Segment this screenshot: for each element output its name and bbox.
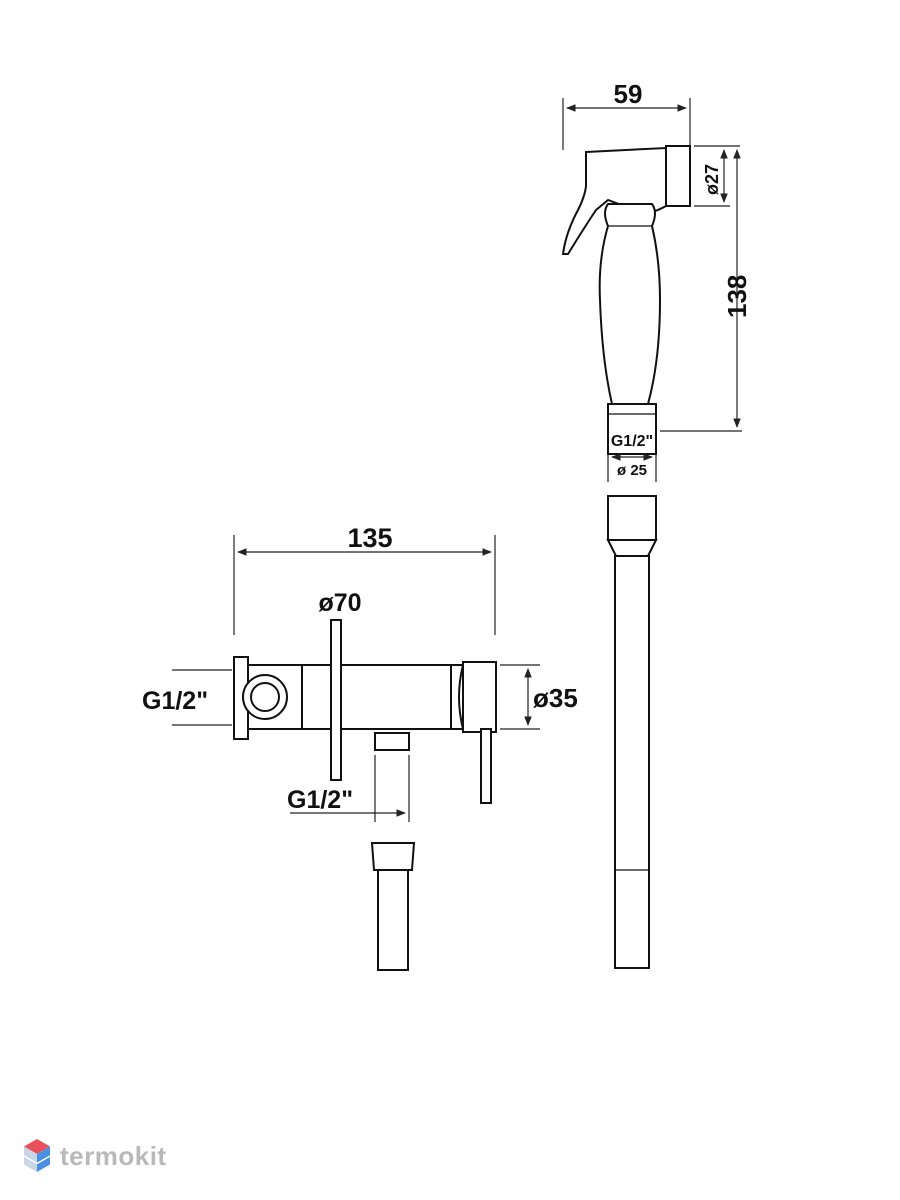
valve-body-diameter-label: ø35: [533, 683, 578, 713]
handset-handle: [598, 203, 662, 405]
termokit-watermark: termokit: [22, 1136, 167, 1176]
valve-bottom-thread-label: G1/2": [287, 786, 353, 814]
handset-base-diameter-label: ø 25: [617, 462, 647, 479]
short-hose: [370, 842, 416, 971]
valve-width-label: 135: [347, 523, 392, 553]
valve-lever: [480, 728, 492, 804]
handset-nozzle: [665, 145, 691, 207]
handset-width-label: 59: [614, 79, 643, 109]
handset-length-label: 138: [722, 275, 752, 318]
valve-body: [301, 664, 332, 730]
long-hose: [606, 495, 658, 969]
valve-side-thread-label: G1/2": [142, 687, 208, 715]
handset-assembly: 59 ø27 138 G1/2" ø 25: [561, 79, 752, 969]
valve-assembly: 135 ø70 ø35 G1/2" G1/2": [142, 523, 578, 971]
valve-lever-head: [450, 664, 465, 730]
termokit-watermark-text: termokit: [60, 1140, 167, 1171]
valve-flange: [330, 619, 342, 781]
handset-base-connector: [607, 403, 657, 455]
termokit-logo-icon: [23, 1139, 51, 1172]
handset-thread-label: G1/2": [611, 433, 653, 450]
valve-bottom-outlet: [374, 732, 410, 751]
valve-flange-diameter-label: ø70: [318, 589, 361, 617]
handset-nozzle-diameter-label: ø27: [702, 164, 722, 195]
